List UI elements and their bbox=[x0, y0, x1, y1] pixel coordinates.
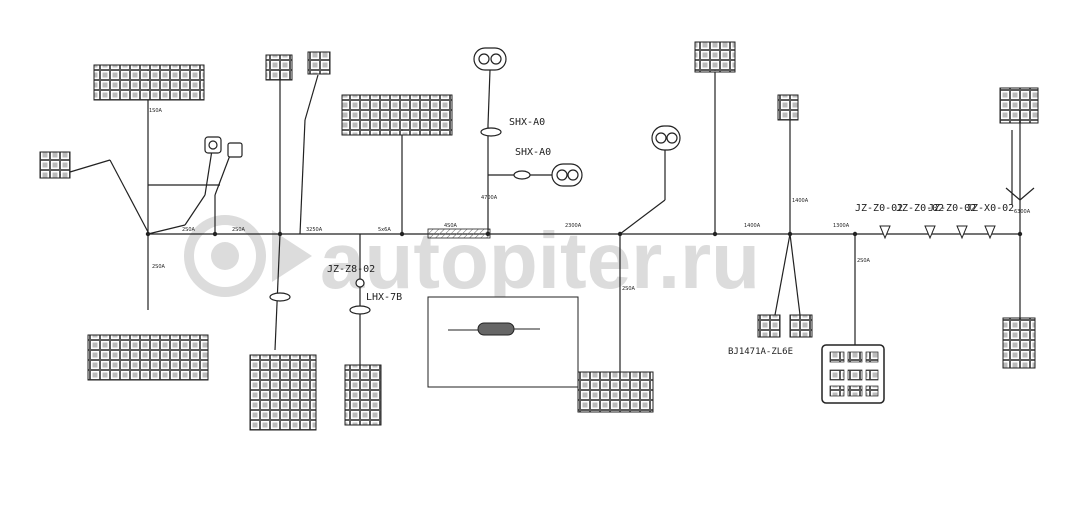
wire-label: 4S0A bbox=[444, 223, 458, 229]
wire-label: 1S0A bbox=[149, 108, 163, 114]
relay-block bbox=[821, 344, 885, 404]
tag-jz-z8-02: JZ-Z8-02 bbox=[327, 264, 375, 275]
wire-label: 1400A bbox=[792, 198, 809, 204]
connector-bottom-center-right bbox=[577, 371, 654, 413]
wire-label: 4700A bbox=[481, 195, 498, 201]
part-code-bj1471a: BJ1471A-ZL6E bbox=[728, 347, 793, 357]
connector-right-small bbox=[777, 94, 799, 121]
tag-lhx-7b: LHX-7B bbox=[366, 292, 402, 303]
connector-left-small bbox=[39, 151, 71, 179]
connector-tags: SHX-A0 SHX-A0 JZ-Z8-02 LHX-7B JZ-Z0-02 J… bbox=[327, 117, 1014, 357]
tag-jz-z0-02-b: JZ-Z0-02 bbox=[896, 203, 944, 214]
connector-small-a bbox=[757, 314, 781, 338]
tag-jz-z0-02-c: JZ-Z0-02 bbox=[928, 203, 976, 214]
wire-label: 3250A bbox=[306, 227, 323, 233]
connector-top-right-a bbox=[694, 41, 736, 73]
tag-shx-a0: SHX-A0 bbox=[509, 117, 545, 128]
connector-far-right-bottom bbox=[1002, 317, 1036, 369]
wire-label: 6300A bbox=[1014, 209, 1031, 215]
legend-inset bbox=[427, 296, 579, 388]
wire-label: 5x6A bbox=[378, 227, 391, 233]
connector-top-b bbox=[307, 51, 331, 75]
connector-top-a bbox=[265, 54, 293, 81]
round-connector-mid bbox=[651, 125, 681, 151]
wire-markers bbox=[879, 225, 996, 240]
wire-sleeve bbox=[427, 228, 491, 239]
round-connector-right bbox=[551, 163, 583, 187]
wire-label: 2S0A bbox=[232, 227, 246, 233]
round-connectors bbox=[204, 47, 1035, 315]
wire-label: 2S0A bbox=[857, 258, 871, 264]
ground-point bbox=[355, 278, 365, 288]
tag-jz-x0-02: JZ-X0-02 bbox=[966, 203, 1014, 214]
connector-bottom-center-left bbox=[249, 354, 317, 431]
wire-label: 2S0A bbox=[182, 227, 196, 233]
wire-label: 2S0A bbox=[152, 264, 166, 270]
watermark-text: autopiter.ru bbox=[320, 216, 760, 305]
connector-bottom-center bbox=[344, 364, 382, 426]
wire-labels: 2S0A 3250A 5x6A 4S0A 4700A 2300A 1400A 2… bbox=[149, 108, 1031, 292]
connector-far-right-top bbox=[999, 87, 1039, 124]
connector-boxes bbox=[39, 41, 1039, 431]
sensor-connector bbox=[204, 136, 243, 158]
round-connector-top bbox=[473, 47, 507, 71]
wire-label: 1300A bbox=[833, 223, 850, 229]
connector-top-left bbox=[93, 64, 205, 101]
connector-bottom-left bbox=[87, 334, 209, 381]
tag-shx-a0-b: SHX-A0 bbox=[515, 147, 551, 158]
connector-top-center bbox=[341, 94, 453, 136]
wire-label: 2300A bbox=[565, 223, 582, 229]
grommet-d bbox=[349, 305, 371, 315]
grommet-b bbox=[513, 170, 531, 180]
tag-jz-z0-02-a: JZ-Z0-02 bbox=[855, 203, 903, 214]
watermark: autopiter.ru bbox=[184, 215, 760, 305]
grommet-c bbox=[269, 292, 291, 302]
connector-small-b bbox=[789, 314, 813, 338]
wire-label: 1400A bbox=[744, 223, 761, 229]
grommet-a bbox=[480, 127, 502, 137]
wire-label: 2S0A bbox=[622, 286, 636, 292]
